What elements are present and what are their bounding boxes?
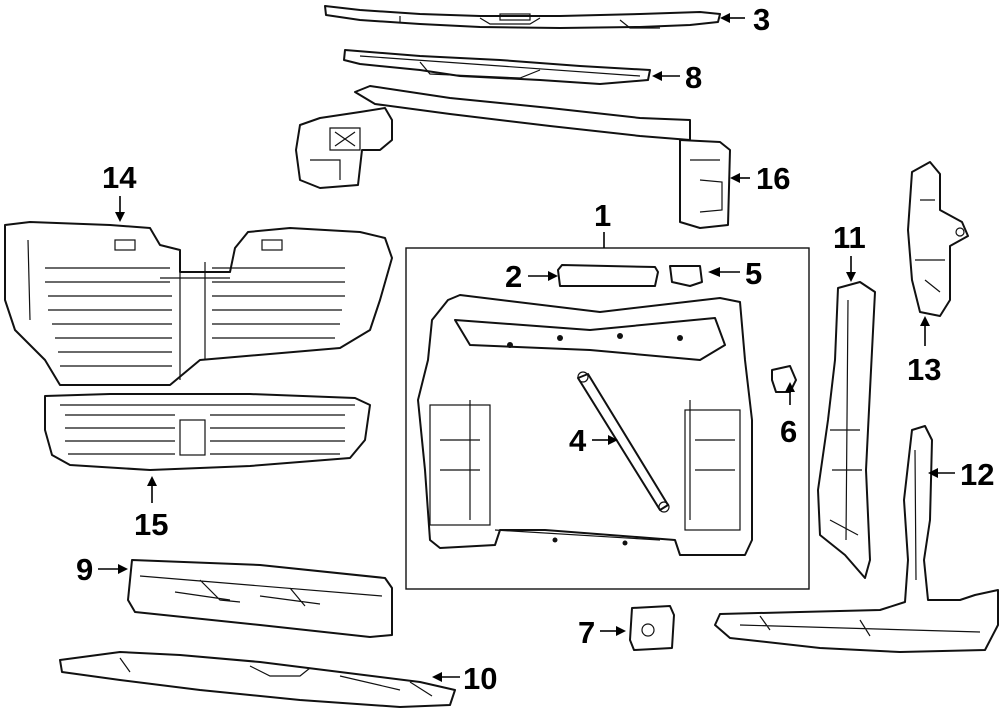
callout-16: 16 [756,161,790,196]
assembly-box-1 [405,247,810,590]
callout-4: 4 [569,423,587,458]
part-2-bracket [557,264,659,287]
callout-5: 5 [745,256,762,291]
part-5-clip [669,265,703,287]
part-3-cover-strip [324,5,721,29]
callout-10: 10 [463,661,497,696]
part-11-air-deflector [817,281,876,579]
callout-1: 1 [594,198,611,233]
callout-8: 8 [685,60,702,95]
callout-7: 7 [578,615,595,650]
callout-15: 15 [134,507,168,542]
part-8-upper-reinforcement [343,49,651,85]
part-7-block [629,605,675,651]
callout-2: 2 [505,259,522,294]
callout-9: 9 [76,552,93,587]
part-15-grille-shutter-lower [44,393,371,471]
callout-3: 3 [753,2,770,37]
part-14-grille-shutter-upper [4,221,393,386]
part-13-side-bracket [907,161,969,317]
callout-11: 11 [833,220,866,255]
callout-6: 6 [780,414,797,449]
callout-labels: 1 2 3 4 5 6 7 8 9 10 11 12 13 14 15 16 [76,2,994,696]
callout-12: 12 [960,457,994,492]
part-16-upper-crossmember [295,85,731,229]
callout-14: 14 [102,160,137,195]
grille-slats-upper [27,239,345,380]
callout-13: 13 [907,352,941,387]
part-4-brace [577,371,670,513]
radiator-support-frame [417,294,753,556]
part-9-lower-bar [127,559,393,638]
part-12-side-deflector [714,425,999,653]
leader-lines [98,13,955,682]
part-10-bottom-deflector [59,651,456,708]
